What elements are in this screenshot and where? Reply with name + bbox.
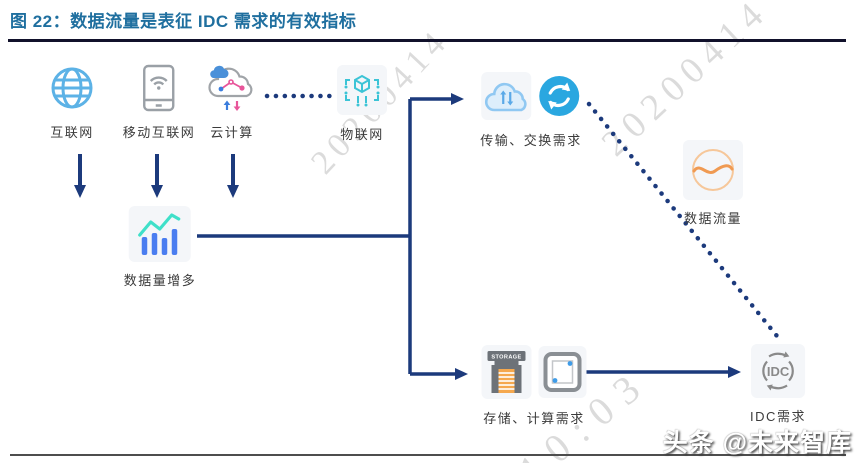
node-mobile-internet: 移动互联网 xyxy=(123,62,196,141)
idc-icon-text: IDC xyxy=(767,364,790,379)
sync-arrows-icon xyxy=(539,76,580,116)
storage-unit-icon: STORAGE xyxy=(487,351,526,393)
node-cloud-computing-label: 云计算 xyxy=(210,125,254,140)
node-cloud-computing: 云计算 xyxy=(204,62,260,141)
node-storage-compute-label: 存储、计算需求 xyxy=(483,411,585,426)
node-internet-label: 互联网 xyxy=(50,125,94,140)
smartphone-wifi-icon xyxy=(143,64,175,112)
node-data-traffic-label: 数据流量 xyxy=(683,211,742,226)
node-internet: 互联网 xyxy=(49,62,95,141)
cloud-data-icon xyxy=(208,65,253,111)
node-iot: 物联网 xyxy=(337,64,387,143)
title-underline xyxy=(8,39,846,42)
node-data-growth-label: 数据量增多 xyxy=(123,273,197,288)
node-data-growth: 数据量增多 xyxy=(124,206,197,289)
bottom-divider xyxy=(10,454,846,456)
iot-cube-icon xyxy=(344,74,380,107)
bar-chart-trend-icon xyxy=(138,213,181,255)
node-idc: IDC IDC需求 xyxy=(750,344,806,425)
cloud-transfer-icon xyxy=(485,82,527,112)
node-idc-label: IDC需求 xyxy=(750,409,806,424)
node-transmission: 传输、交换需求 xyxy=(480,70,582,149)
node-transmission-label: 传输、交换需求 xyxy=(480,133,582,148)
storage-icon-text: STORAGE xyxy=(491,355,521,361)
brand-watermark: 头条 @未来智库 xyxy=(662,429,852,457)
node-storage-compute: STORAGE 存储、计算 xyxy=(481,344,587,427)
processor-icon xyxy=(543,352,582,392)
globe-icon xyxy=(51,67,93,109)
wave-circle-icon xyxy=(692,149,734,191)
idc-cycle-icon: IDC xyxy=(762,351,794,391)
node-mobile-internet-label: 移动互联网 xyxy=(122,125,196,140)
node-data-traffic: 数据流量 xyxy=(683,140,743,227)
figure-title: 图 22：数据流量是表征 IDC 需求的有效指标 xyxy=(10,12,357,31)
node-iot-label: 物联网 xyxy=(340,127,384,142)
